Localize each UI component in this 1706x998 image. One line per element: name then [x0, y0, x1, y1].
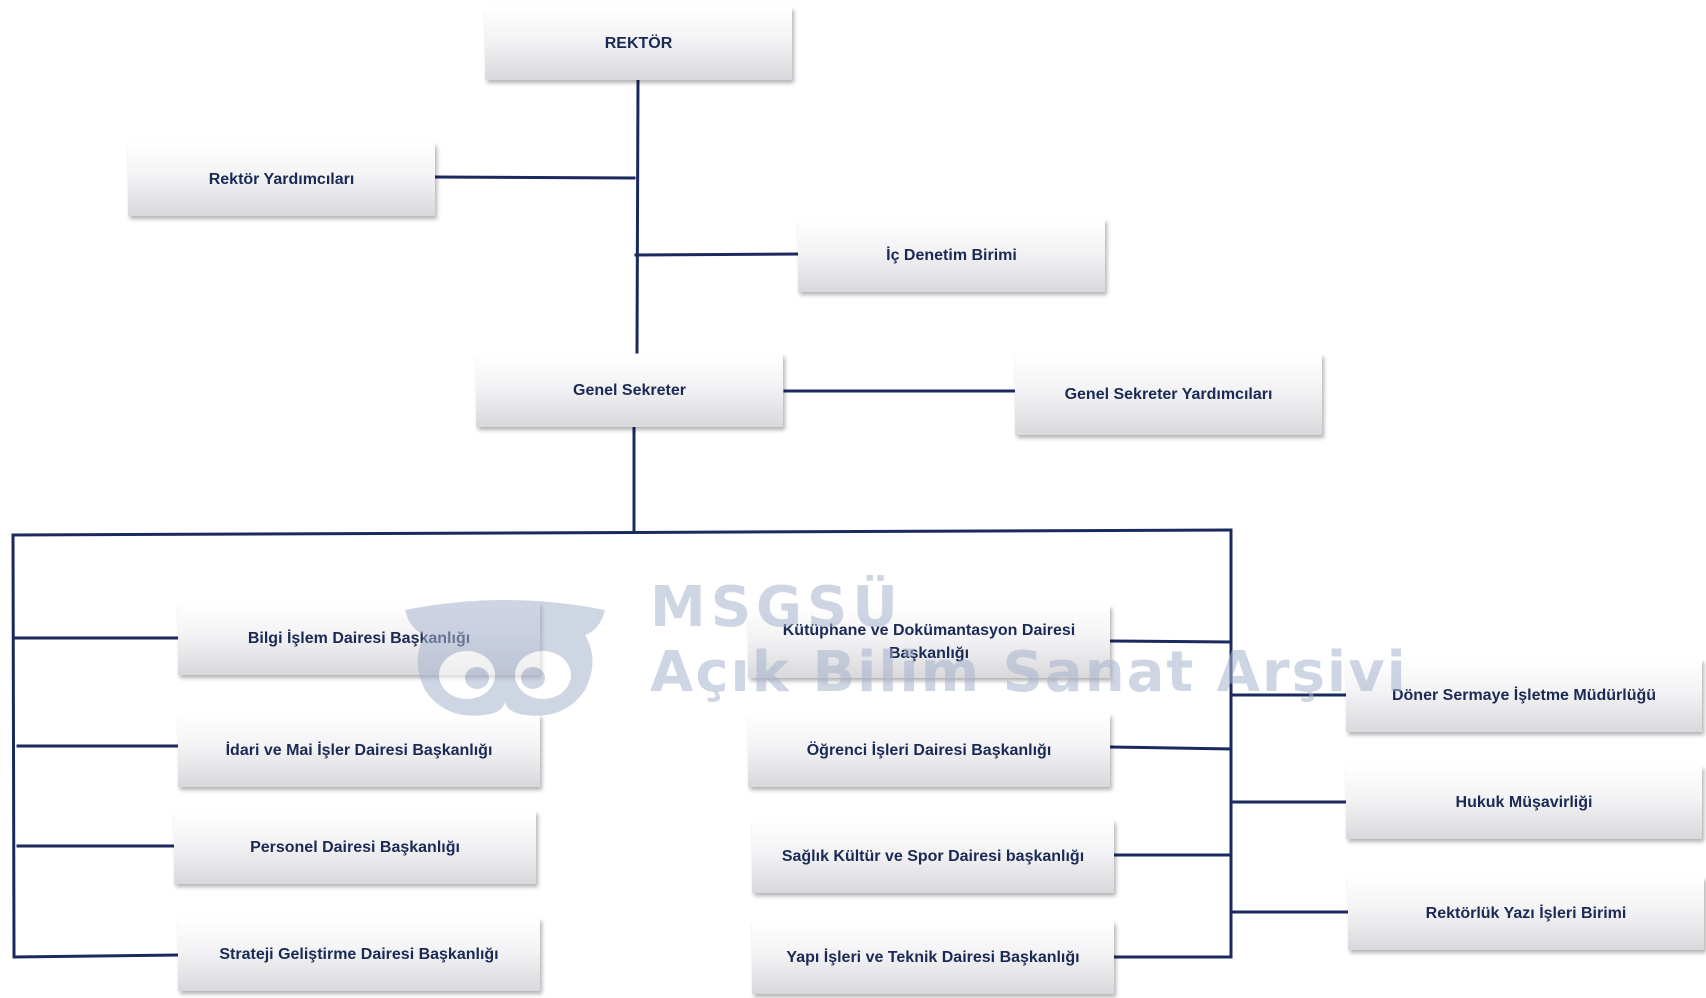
node-hukuk-label: Hukuk Müşavirliği [1455, 794, 1593, 811]
node-doner-sermaye: Döner Sermaye İşletme Müdürlüğü [1346, 659, 1702, 732]
connector-ogrenci [1108, 745, 1233, 751]
connector-kutuphane [1108, 639, 1233, 644]
connector-ic-denetim [634, 252, 800, 257]
node-bilgi-islem-label: Bilgi İşlem Dairesi Başkanlığı [247, 630, 471, 647]
node-yazi-isleri-label: Rektörlük Yazı İşleri Birimi [1425, 905, 1627, 922]
node-doner-sermaye-label: Döner Sermaye İşletme Müdürlüğü [1391, 687, 1657, 704]
node-rektor: REKTÖR [485, 7, 792, 80]
node-rektor-yardimcilari: Rektör Yardımcıları [128, 143, 435, 216]
node-strateji-label: Strateji Geliştirme Dairesi Başkanlığı [219, 946, 499, 963]
node-ic-denetim-label: İç Denetim Birimi [886, 247, 1017, 264]
node-strateji: Strateji Geliştirme Dairesi Başkanlığı [178, 918, 540, 991]
node-ogrenci: Öğrenci İşleri Dairesi Başkanlığı [748, 714, 1110, 787]
node-rektor-yardimcilari-label: Rektör Yardımcıları [208, 171, 355, 188]
connector-main-bus [11, 528, 1233, 537]
node-rektor-label: REKTÖR [604, 35, 673, 52]
node-idari-mali: İdari ve Mai İşler Dairesi Başkanlığı [178, 714, 540, 787]
node-yapi-label: Yapı İşleri ve Teknik Dairesi Başkanlığı [786, 949, 1080, 966]
node-genel-sekreter-yardimcilari-label: Genel Sekreter Yardımcıları [1064, 386, 1273, 403]
node-genel-sekreter: Genel Sekreter [476, 354, 783, 427]
connector-strateji [12, 953, 180, 959]
node-genel-sekreter-yardimcilari: Genel Sekreter Yardımcıları [1015, 354, 1322, 435]
node-bilgi-islem: Bilgi İşlem Dairesi Başkanlığı [178, 602, 540, 675]
node-kutuphane: Kütüphane ve Dokümantasyon Dairesi Başka… [748, 605, 1110, 678]
node-idari-mali-label: İdari ve Mai İşler Dairesi Başkanlığı [225, 742, 493, 759]
node-hukuk: Hukuk Müşavirliği [1346, 766, 1702, 839]
connector-left-bus [11, 533, 16, 959]
node-yapi: Yapı İşleri ve Teknik Dairesi Başkanlığı [752, 921, 1114, 994]
connector-rektor-spine [635, 78, 640, 354]
node-ic-denetim: İç Denetim Birimi [798, 219, 1105, 292]
node-yazi-isleri: Rektörlük Yazı İşleri Birimi [1348, 877, 1704, 950]
connector-rektor-yardimcilari [433, 175, 636, 180]
node-ogrenci-label: Öğrenci İşleri Dairesi Başkanlığı [806, 742, 1052, 759]
node-personel-label: Personel Dairesi Başkanlığı [250, 839, 460, 856]
node-saglik-label: Sağlık Kültür ve Spor Dairesi başkanlığı [781, 848, 1085, 865]
node-saglik: Sağlık Kültür ve Spor Dairesi başkanlığı [752, 820, 1114, 893]
node-personel: Personel Dairesi Başkanlığı [174, 811, 536, 884]
node-kutuphane-label: Kütüphane ve Dokümantasyon Dairesi Başka… [782, 621, 1076, 662]
node-genel-sekreter-label: Genel Sekreter [573, 382, 686, 399]
